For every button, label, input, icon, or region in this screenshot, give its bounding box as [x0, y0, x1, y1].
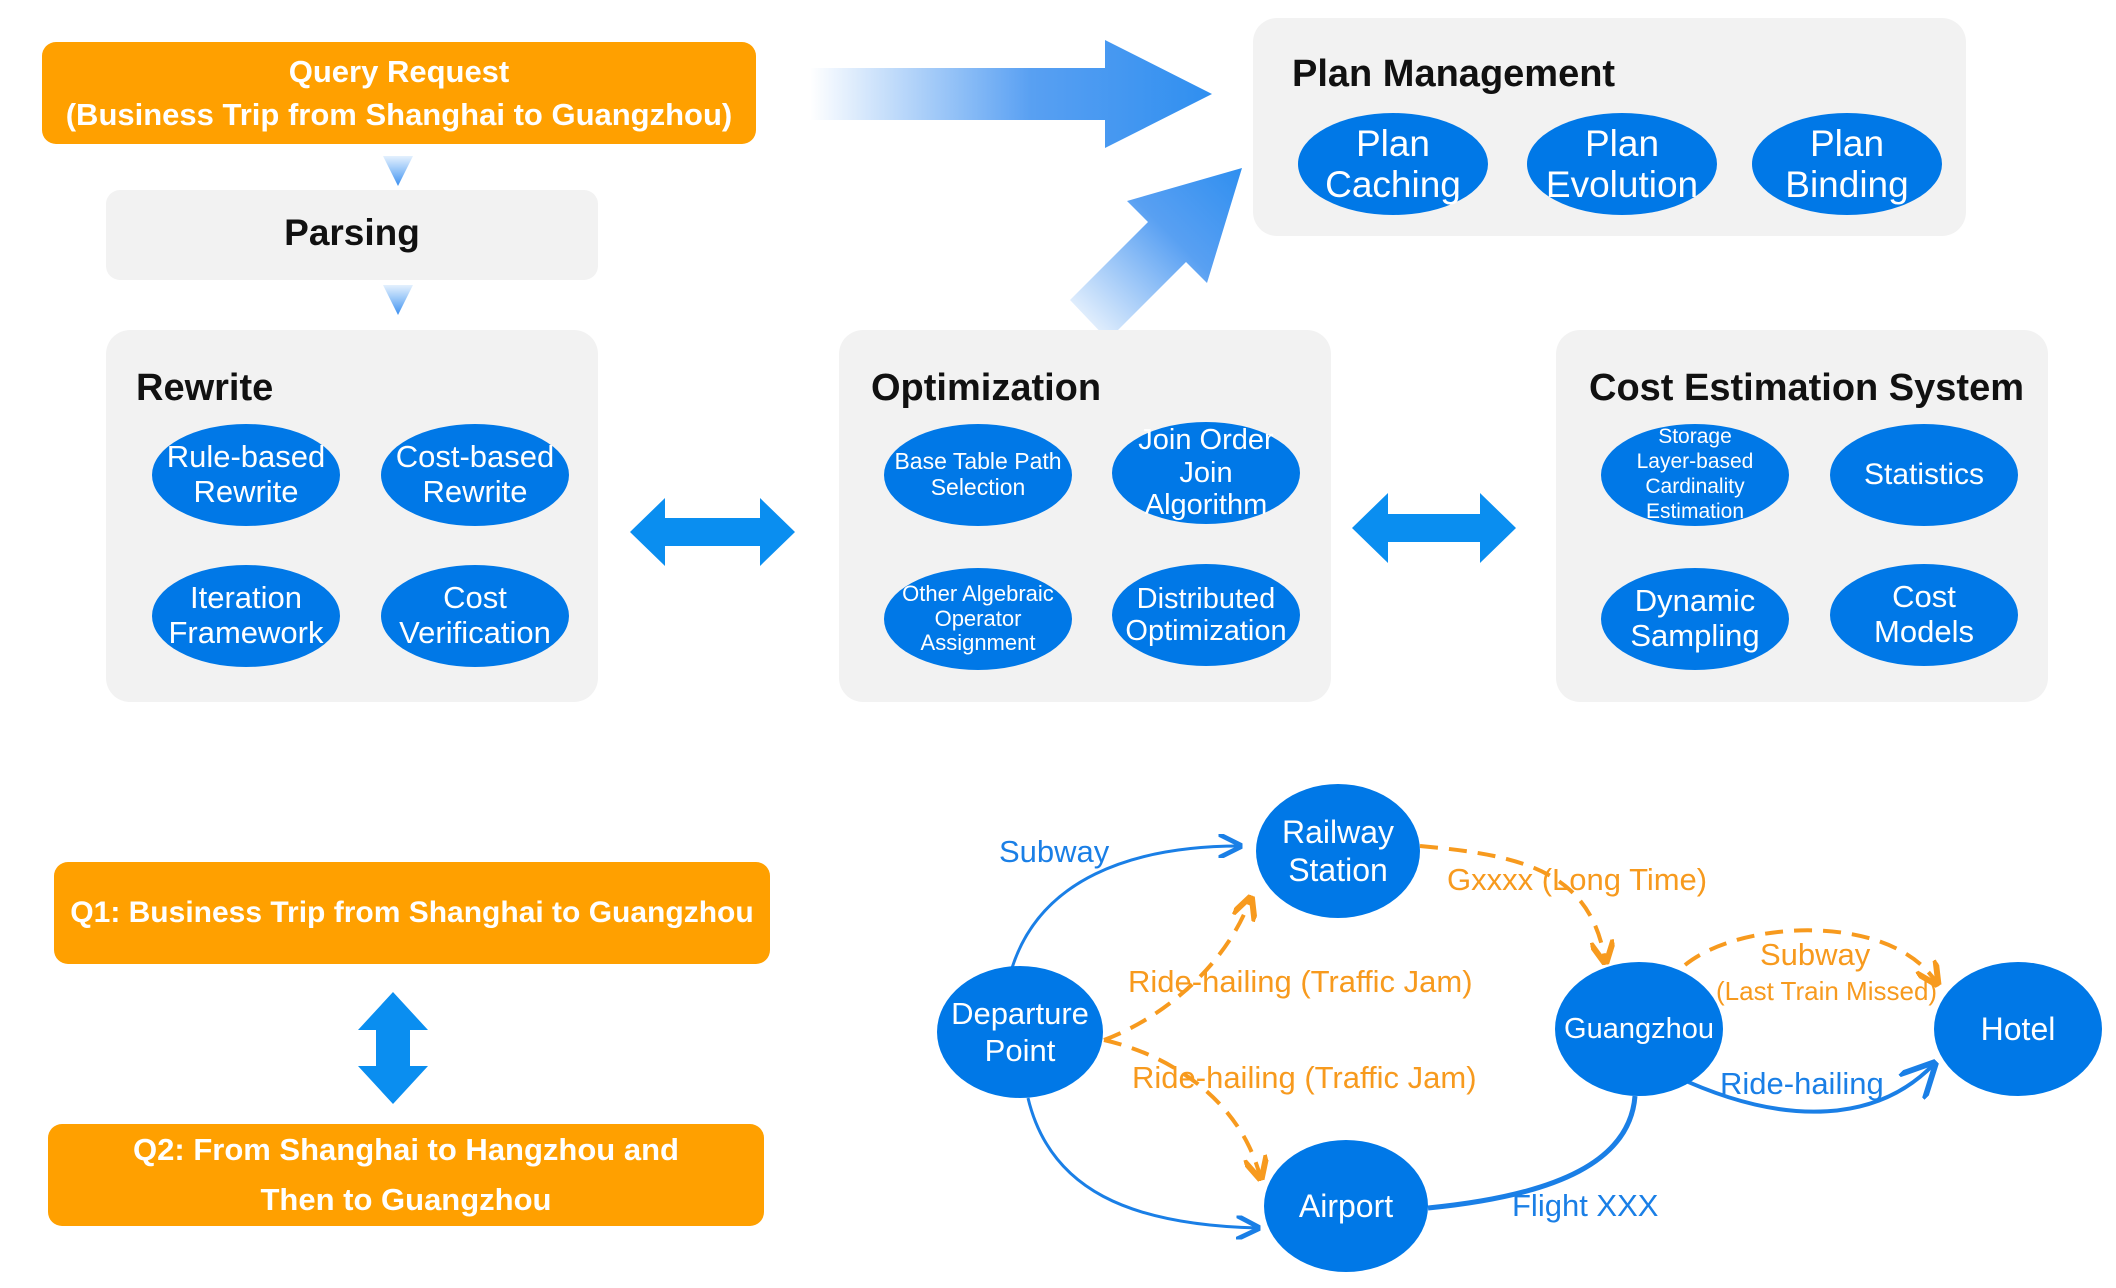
node-railway-station: Railway Station: [1256, 784, 1420, 918]
edge-departure-airport-ride: [1103, 1038, 1260, 1176]
parsing-box: Parsing: [106, 190, 598, 280]
optimization-title: Optimization: [871, 367, 1102, 409]
edge-departure-airport: [1026, 1097, 1258, 1228]
storage-cardinality-pill: Storage Layer-based Cardinality Estimati…: [1601, 424, 1789, 526]
label-subway-2: Subway: [1760, 937, 1871, 972]
join-order-pill: Join Order Join Algorithm: [1112, 422, 1300, 524]
q2-box: Q2: From Shanghai to Hangzhou and Then t…: [48, 1124, 764, 1226]
query-request-box: Query Request (Business Trip from Shangh…: [42, 42, 756, 144]
other-algebraic-pill: Other Algebraic Operator Assignment: [884, 568, 1072, 670]
node-airport: Airport: [1264, 1140, 1428, 1272]
node-guangzhou: Guangzhou: [1555, 962, 1723, 1096]
plan-binding-pill: Plan Binding: [1752, 113, 1942, 215]
parsing-label: Parsing: [284, 212, 420, 253]
label-subway-1: Subway: [999, 834, 1110, 869]
edge-railway-guangzhou: [1419, 844, 1605, 960]
edge-airport-guangzhou: [1427, 1095, 1638, 1211]
parsing-down-arrow: [383, 285, 413, 315]
statistics-pill: Statistics: [1830, 424, 2018, 526]
node-departure-point: Departure Point: [937, 966, 1103, 1098]
optimization-cost-double-arrow: [1352, 493, 1516, 563]
label-ride-hailing-2: Ride-hailing (Traffic Jam): [1132, 1060, 1477, 1095]
plan-management-title: Plan Management: [1292, 53, 1616, 95]
label-ride-hailing-1: Ride-hailing (Traffic Jam): [1128, 964, 1473, 999]
rule-based-rewrite-pill: Rule-based Rewrite: [152, 424, 340, 526]
iteration-framework-pill: Iteration Framework: [152, 565, 340, 667]
rewrite-optimization-double-arrow: [630, 498, 795, 566]
q1-q2-double-arrow: [358, 992, 428, 1104]
rewrite-panel: Rewrite Rule-based Rewrite Cost-based Re…: [106, 330, 598, 702]
rewrite-title: Rewrite: [136, 367, 274, 409]
edge-guangzhou-hotel: [1674, 1064, 1934, 1114]
label-ride-hailing-3: Ride-hailing: [1720, 1066, 1884, 1101]
cost-estimation-panel: Cost Estimation System Storage Layer-bas…: [1556, 330, 2048, 702]
cost-models-pill: Cost Models: [1830, 564, 2018, 666]
base-table-path-pill: Base Table Path Selection: [884, 424, 1072, 526]
q1-box: Q1: Business Trip from Shanghai to Guang…: [54, 862, 770, 964]
query-down-arrow: [383, 156, 413, 186]
plan-management-panel: Plan Management Plan Caching Plan Evolut…: [1253, 18, 1966, 236]
cost-verification-pill: Cost Verification: [381, 565, 569, 667]
label-gxxxx: Gxxxx (Long Time): [1447, 862, 1708, 897]
query-to-plan-arrow: [810, 40, 1212, 148]
optimization-panel: Optimization Base Table Path Selection J…: [839, 330, 1331, 702]
edge-departure-railway-ride: [1103, 900, 1250, 1042]
node-hotel: Hotel: [1934, 962, 2102, 1096]
edge-departure-railway: [1010, 846, 1240, 969]
label-last-train-missed: (Last Train Missed): [1716, 976, 1938, 1006]
cost-estimation-title: Cost Estimation System: [1589, 367, 2024, 409]
cost-based-rewrite-pill: Cost-based Rewrite: [381, 424, 569, 526]
plan-caching-pill: Plan Caching: [1298, 113, 1488, 215]
distributed-optimization-pill: Distributed Optimization: [1112, 564, 1300, 666]
label-flight: Flight XXX: [1512, 1188, 1659, 1223]
optimization-to-plan-arrow: [1070, 168, 1242, 340]
plan-evolution-pill: Plan Evolution: [1527, 113, 1717, 215]
edge-guangzhou-hotel-subway: [1683, 928, 1936, 982]
dynamic-sampling-pill: Dynamic Sampling: [1601, 568, 1789, 670]
